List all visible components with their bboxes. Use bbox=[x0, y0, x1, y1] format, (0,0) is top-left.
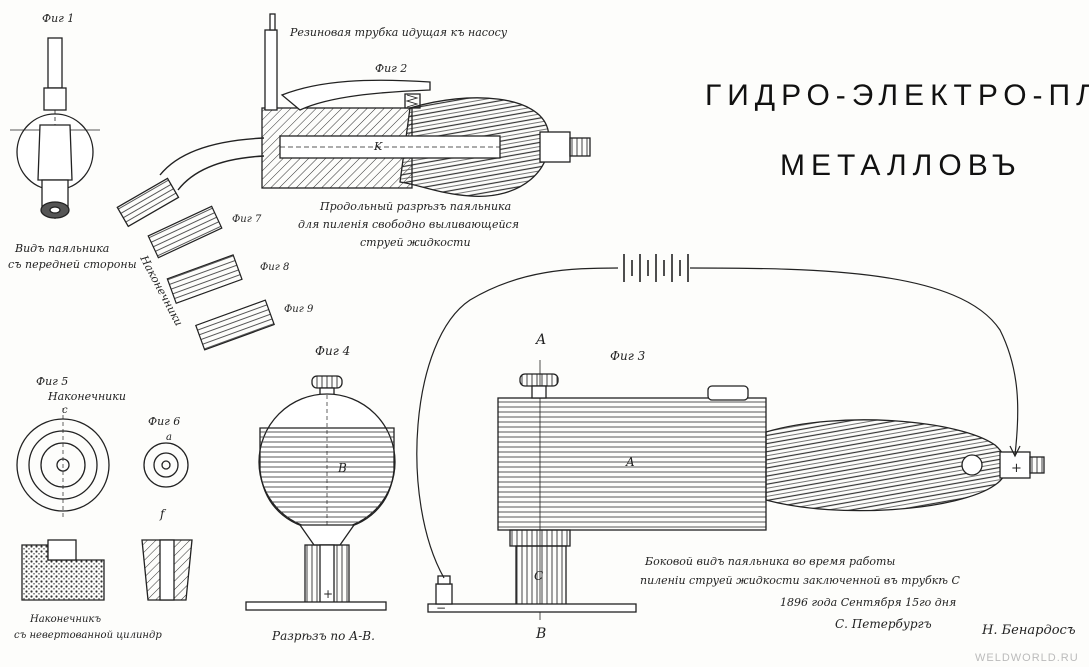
fig9-label: Фиг 9 bbox=[284, 304, 314, 315]
fig7-label: Фиг 7 bbox=[232, 214, 262, 225]
signature: Н. Бенардосъ bbox=[981, 623, 1076, 638]
city-caption: С. Петербургъ bbox=[835, 617, 932, 631]
tips-title: Наконечники bbox=[47, 390, 126, 403]
letter-a-top: A bbox=[534, 332, 546, 348]
letter-a: a bbox=[166, 432, 172, 443]
front-view-caption-1: Видъ паяльника bbox=[14, 242, 109, 255]
section-ab-caption: Разрѣзъ по А-В. bbox=[271, 629, 375, 643]
battery bbox=[623, 254, 689, 282]
title-line-2: МЕТАЛЛОВЪ bbox=[780, 149, 1022, 182]
fig1-label: Фиг 1 bbox=[42, 12, 74, 25]
watermark: WELDWORLD.RU bbox=[975, 652, 1079, 664]
longitudinal-caption-3: струей жидкости bbox=[360, 236, 471, 249]
minus-terminal: − bbox=[436, 601, 446, 615]
longitudinal-caption-2: для пиленія свободно выливающейся bbox=[298, 218, 519, 231]
front-view-caption-2: съ передней стороны bbox=[8, 258, 137, 271]
top-note: Резиновая трубка идущая къ насосу bbox=[289, 26, 508, 39]
side-view-caption-1: Боковой видъ паяльника во время работы bbox=[644, 555, 895, 568]
letter-a-body: A bbox=[625, 455, 635, 469]
tips-bottom-caption-1: Наконечникъ bbox=[29, 614, 101, 625]
fig3-label: Фиг 3 bbox=[610, 349, 646, 363]
letter-b-flask: B bbox=[337, 461, 347, 475]
letter-k: K bbox=[373, 140, 383, 153]
fig5-label: Фиг 5 bbox=[36, 375, 68, 388]
letter-c: c bbox=[62, 405, 68, 416]
fig2-label: Фиг 2 bbox=[375, 62, 407, 75]
letter-f: f bbox=[159, 507, 167, 521]
date-caption: 1896 года Сентября 15го дня bbox=[780, 596, 956, 609]
plus-terminal: + bbox=[1011, 461, 1022, 476]
fig6-label: Фиг 6 bbox=[148, 415, 180, 428]
fig8-label: Фиг 8 bbox=[260, 262, 289, 273]
letter-b-bottom: B bbox=[535, 626, 546, 642]
title-line-1: ГИДРО-ЭЛЕКТРО-ПЛАВКА bbox=[705, 79, 1089, 112]
nozzle-pieces bbox=[147, 205, 275, 351]
fig4-label: Фиг 4 bbox=[315, 344, 350, 358]
flask-plus: + bbox=[323, 587, 333, 601]
fig2-longitudinal-section bbox=[116, 13, 591, 228]
longitudinal-caption-1: Продольный разрѣзъ паяльника bbox=[319, 200, 511, 213]
side-view-caption-2: пиленіи струей жидкости заключенной въ т… bbox=[640, 574, 960, 587]
fig1-front-view bbox=[10, 37, 100, 220]
fig3-side-view bbox=[427, 360, 1045, 620]
fig5-tips bbox=[16, 408, 193, 601]
fig4-section-ab bbox=[245, 375, 396, 611]
letter-c-stand: C bbox=[534, 569, 543, 583]
circuit-wire bbox=[416, 267, 1021, 579]
tips-bottom-caption-2: съ невертованной цилиндр bbox=[14, 630, 162, 641]
